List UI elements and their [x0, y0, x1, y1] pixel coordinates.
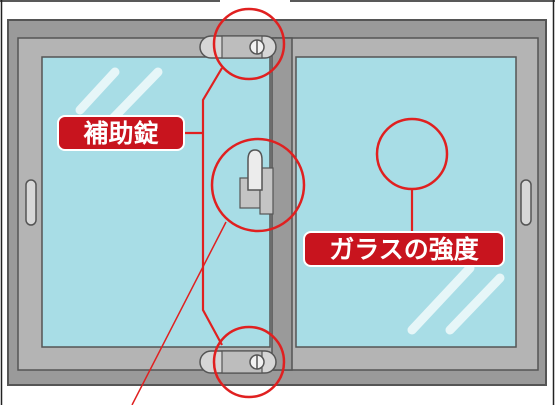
right-handle: [520, 179, 532, 226]
meeting-rail: [271, 37, 293, 371]
left-handle: [25, 179, 37, 226]
auxiliary-lock-label: 補助錠: [57, 115, 185, 151]
crescent-lock-icon: [247, 149, 263, 191]
callout-circle-bottom-lock: [212, 325, 286, 399]
glass-reflection: [75, 67, 120, 115]
glass-strength-label: ガラスの強度: [303, 231, 505, 267]
center-crescent-lock: [239, 149, 274, 215]
glass-reflection: [445, 273, 505, 335]
right-glass-pane: [295, 56, 517, 348]
auxiliary-lock-label-text: 補助錠: [82, 119, 158, 148]
pointer-line: [131, 221, 227, 405]
left-glass-pane: [41, 56, 271, 348]
top-auxiliary-lock: [199, 35, 277, 59]
callout-circle-center-lock: [210, 137, 306, 233]
callout-bracket: [201, 67, 223, 346]
glass-reflection: [407, 263, 475, 335]
bottom-auxiliary-lock: [199, 350, 277, 374]
glass-strength-label-text: ガラスの強度: [329, 235, 479, 264]
callout-circle-top-lock: [212, 7, 286, 81]
